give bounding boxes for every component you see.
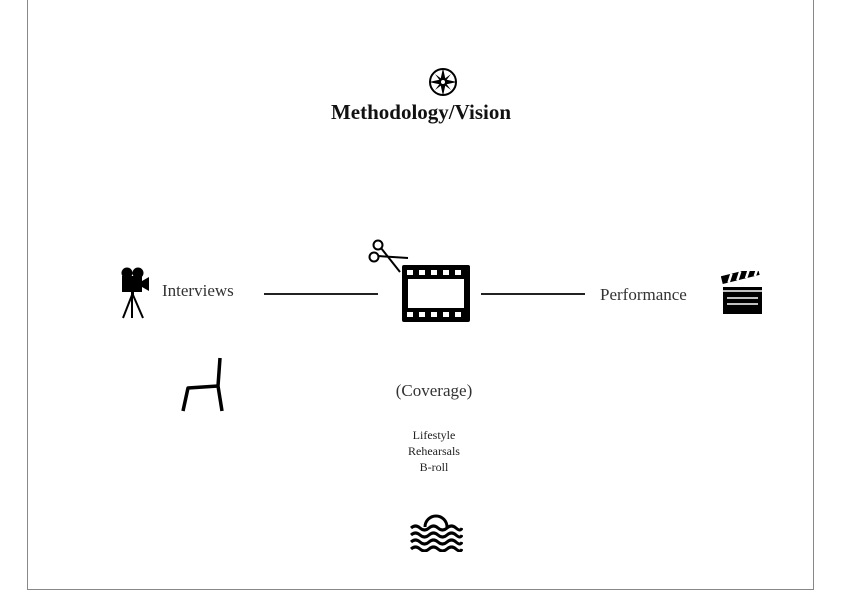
coverage-item: Rehearsals bbox=[408, 444, 460, 458]
coverage-item: B-roll bbox=[419, 460, 449, 474]
compass-icon bbox=[429, 68, 457, 96]
scissors-icon bbox=[368, 239, 409, 273]
movie-camera-icon bbox=[121, 267, 149, 319]
coverage-label: (Coverage) bbox=[395, 381, 473, 400]
performance-label: Performance bbox=[600, 285, 687, 304]
coverage-item: Lifestyle bbox=[412, 428, 456, 442]
film-strip-icon bbox=[402, 265, 470, 322]
page-title: Methodology/Vision bbox=[330, 100, 512, 124]
slide-frame bbox=[27, 0, 814, 590]
connector-left bbox=[264, 293, 378, 295]
interviews-label: Interviews bbox=[162, 281, 234, 300]
coverage-list: Lifestyle Rehearsals B-roll bbox=[0, 427, 842, 475]
sunrise-waves-icon bbox=[410, 514, 463, 552]
connector-right bbox=[481, 293, 585, 295]
clapperboard-icon bbox=[721, 271, 762, 314]
chair-icon bbox=[181, 357, 224, 412]
